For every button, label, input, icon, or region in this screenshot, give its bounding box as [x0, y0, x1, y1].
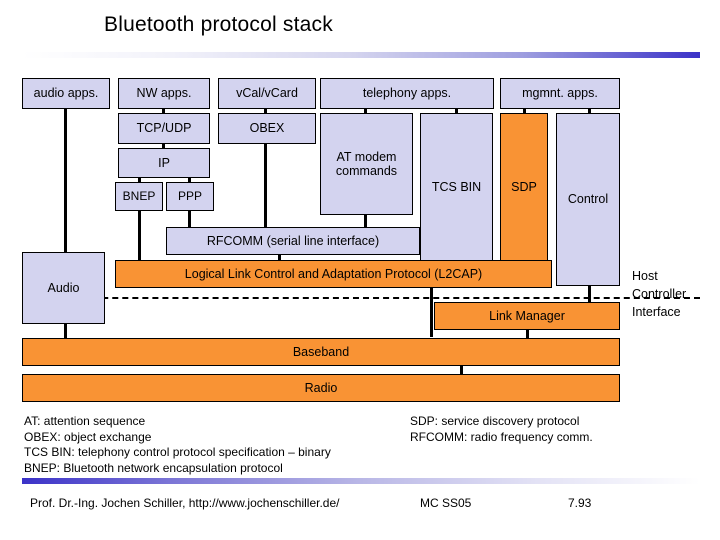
box-telephony-apps[interactable]: telephony apps. [320, 78, 494, 109]
box-label: SDP [511, 179, 537, 194]
hci-label-line-3: Interface [632, 304, 681, 319]
hci-label: Host Controller Interface [632, 268, 686, 321]
hci-label-line-1: Host [632, 269, 658, 283]
legend-left-line-2: OBEX: object exchange [24, 429, 152, 444]
box-label: TCS BIN [431, 179, 482, 194]
legend-right-line-1: SDP: service discovery protocol [410, 414, 580, 428]
box-label: audio apps. [33, 86, 99, 101]
box-label: AT modem commands [335, 149, 398, 178]
footer-page-number: 7.93 [568, 496, 592, 510]
connector-obex-rfcomm [264, 143, 267, 228]
box-tcp-udp[interactable]: TCP/UDP [118, 113, 210, 144]
page-title: Bluetooth protocol stack [104, 13, 333, 36]
box-tcs-bin[interactable]: TCS BIN [420, 113, 493, 261]
box-label: BNEP [122, 188, 156, 203]
legend-left-line-4: BNEP: Bluetooth network encapsulation pr… [24, 460, 283, 475]
box-rfcomm[interactable]: RFCOMM (serial line interface) [166, 227, 420, 255]
box-l2cap[interactable]: Logical Link Control and Adaptation Prot… [115, 260, 552, 288]
footer-author: Prof. Dr.-Ing. Jochen Schiller, http://w… [30, 496, 340, 510]
box-mgmnt-apps[interactable]: mgmnt. apps. [500, 78, 620, 109]
box-at-modem-commands[interactable]: AT modem commands [320, 113, 413, 215]
header-gradient-rule [22, 52, 700, 58]
box-label: IP [158, 155, 170, 170]
box-label: TCP/UDP [136, 121, 192, 136]
footer-course: MC SS05 [420, 496, 472, 510]
connector-ppp-rfcomm [188, 210, 191, 228]
box-link-manager[interactable]: Link Manager [434, 302, 620, 330]
box-label: OBEX [249, 121, 285, 136]
connector-baseband-radio [460, 366, 463, 375]
legend-left-line-3: TCS BIN: telephony control protocol spec… [24, 445, 331, 460]
footer: Prof. Dr.-Ing. Jochen Schiller, http://w… [30, 496, 690, 510]
box-label: mgmnt. apps. [522, 86, 598, 101]
box-label: PPP [177, 188, 202, 203]
connector-atmodem-rfcomm [364, 214, 367, 228]
connector-audio-baseband [64, 323, 67, 339]
box-ppp[interactable]: PPP [166, 182, 214, 211]
box-label: NW apps. [136, 86, 192, 101]
hci-dashed-separator [22, 297, 700, 299]
box-bnep[interactable]: BNEP [115, 182, 163, 211]
box-label: Logical Link Control and Adaptation Prot… [184, 266, 483, 281]
box-ip[interactable]: IP [118, 148, 210, 178]
box-sdp[interactable]: SDP [500, 113, 548, 261]
hci-label-line-2: Controller [632, 286, 687, 301]
connector-linkmanager-baseband [526, 329, 529, 341]
box-audio-apps[interactable]: audio apps. [22, 78, 110, 109]
box-audio[interactable]: Audio [22, 252, 105, 324]
box-label: Control [567, 192, 609, 207]
box-label: Link Manager [489, 308, 565, 323]
legend-left: AT: attention sequence OBEX: object exch… [24, 414, 331, 476]
box-control[interactable]: Control [556, 113, 620, 286]
box-label: RFCOMM (serial line interface) [206, 233, 380, 248]
box-label: vCal/vCard [236, 86, 298, 101]
connector-bnep-l2cap [138, 210, 141, 262]
box-label: telephony apps. [362, 86, 452, 101]
box-radio[interactable]: Radio [22, 374, 620, 402]
connector-l2cap-baseband [430, 285, 433, 337]
box-label: Radio [304, 380, 338, 395]
legend-right: SDP: service discovery protocol RFCOMM: … [410, 414, 593, 445]
footer-gradient-rule [22, 478, 700, 484]
box-label: Baseband [292, 344, 350, 359]
box-baseband[interactable]: Baseband [22, 338, 620, 366]
legend-right-line-2: RFCOMM: radio frequency comm. [410, 429, 593, 444]
connector-audioapps-audio [64, 108, 67, 260]
box-obex[interactable]: OBEX [218, 113, 316, 144]
box-nw-apps[interactable]: NW apps. [118, 78, 210, 109]
box-vcal-vcard[interactable]: vCal/vCard [218, 78, 316, 109]
box-label: Audio [47, 280, 80, 295]
connector-rfcomm-l2cap [278, 253, 281, 264]
legend-left-line-1: AT: attention sequence [24, 414, 146, 428]
